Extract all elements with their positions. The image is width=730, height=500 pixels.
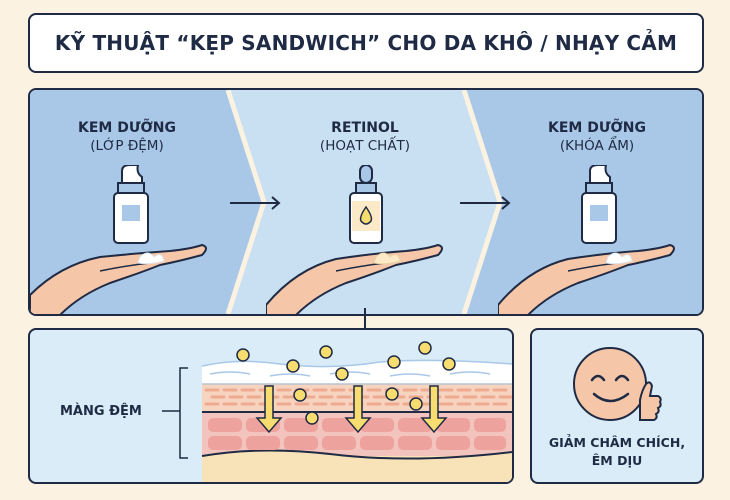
result-text: GIẢM CHÂM CHÍCH, ÊM DỊU	[532, 434, 702, 470]
step-3-name: KEM DƯỠNG	[548, 120, 646, 136]
result-panel: GIẢM CHÂM CHÍCH, ÊM DỊU	[530, 328, 704, 484]
pump-bottle-icon	[498, 165, 675, 314]
step-3: KEM DƯỠNG (KHÓA ẨM)	[502, 120, 692, 154]
dropper-bottle-icon	[266, 165, 443, 314]
step-1: KEM DƯỠNG (LỚP ĐỆM)	[32, 120, 222, 154]
steps-panel: KEM DƯỠNG (LỚP ĐỆM) RETINOL (HOẠT CHẤT)	[28, 88, 704, 316]
page-title: KỸ THUẬT “KẸP SANDWICH” CHO DA KHÔ / NHẠ…	[54, 31, 678, 55]
step-1-sub: (LỚP ĐỆM)	[90, 138, 164, 154]
step-1-name: KEM DƯỠNG	[78, 120, 176, 136]
step-2-name: RETINOL	[331, 120, 399, 136]
title-box: KỸ THUẬT “KẸP SANDWICH” CHO DA KHÔ / NHẠ…	[28, 13, 704, 73]
arrow-right-icon	[460, 196, 511, 210]
smiley-thumbs-up-icon	[573, 347, 662, 421]
skin-diagram-panel: MÀNG ĐỆM	[28, 328, 514, 484]
step-3-sub: (KHÓA ẨM)	[559, 138, 635, 154]
skin-layers-illustration	[162, 341, 512, 482]
result-line-1: GIẢM CHÂM CHÍCH,	[548, 435, 686, 450]
buffer-layer-label: MÀNG ĐỆM	[60, 404, 142, 419]
step-2-sub: (HOẠT CHẤT)	[319, 138, 411, 154]
pump-bottle-icon	[30, 165, 207, 314]
step-2: RETINOL (HOẠT CHẤT)	[270, 120, 460, 154]
result-line-2: ÊM DỊU	[591, 453, 643, 468]
arrow-right-icon	[230, 196, 281, 210]
